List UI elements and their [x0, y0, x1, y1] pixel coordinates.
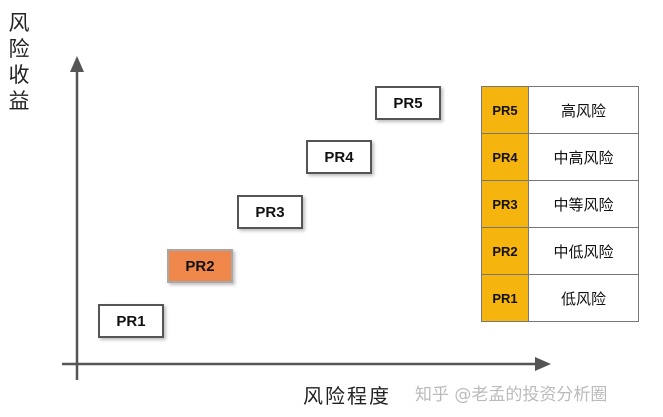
legend-risk: 中等风险	[528, 180, 639, 228]
level-box-pr3: PR3	[237, 195, 303, 229]
legend-code: PR1	[481, 274, 529, 322]
legend-row-pr1: PR1 低风险	[481, 274, 639, 322]
legend-code: PR5	[481, 86, 529, 134]
legend-row-pr3: PR3 中等风险	[481, 180, 639, 228]
legend-risk: 高风险	[528, 86, 639, 134]
y-axis-label: 风险收益	[8, 11, 30, 113]
level-box-pr1: PR1	[98, 304, 164, 338]
legend-code: PR2	[481, 227, 529, 275]
risk-legend-table: PR5 高风险 PR4 中高风险 PR3 中等风险 PR2 中低风险 PR1 低…	[481, 86, 639, 322]
legend-code: PR4	[481, 133, 529, 181]
x-axis-arrow	[535, 357, 551, 371]
legend-risk: 低风险	[528, 274, 639, 322]
legend-risk: 中高风险	[528, 133, 639, 181]
x-axis-label: 风险程度	[303, 384, 391, 408]
watermark: 知乎 @老孟的投资分析圈	[415, 385, 608, 405]
legend-row-pr5: PR5 高风险	[481, 86, 639, 134]
legend-row-pr4: PR4 中高风险	[481, 133, 639, 181]
level-box-pr4: PR4	[306, 140, 372, 174]
legend-code: PR3	[481, 180, 529, 228]
legend-row-pr2: PR2 中低风险	[481, 227, 639, 275]
level-box-pr2: PR2	[167, 249, 233, 283]
level-box-pr5: PR5	[375, 86, 441, 120]
y-axis-arrow	[70, 56, 84, 72]
legend-risk: 中低风险	[528, 227, 639, 275]
